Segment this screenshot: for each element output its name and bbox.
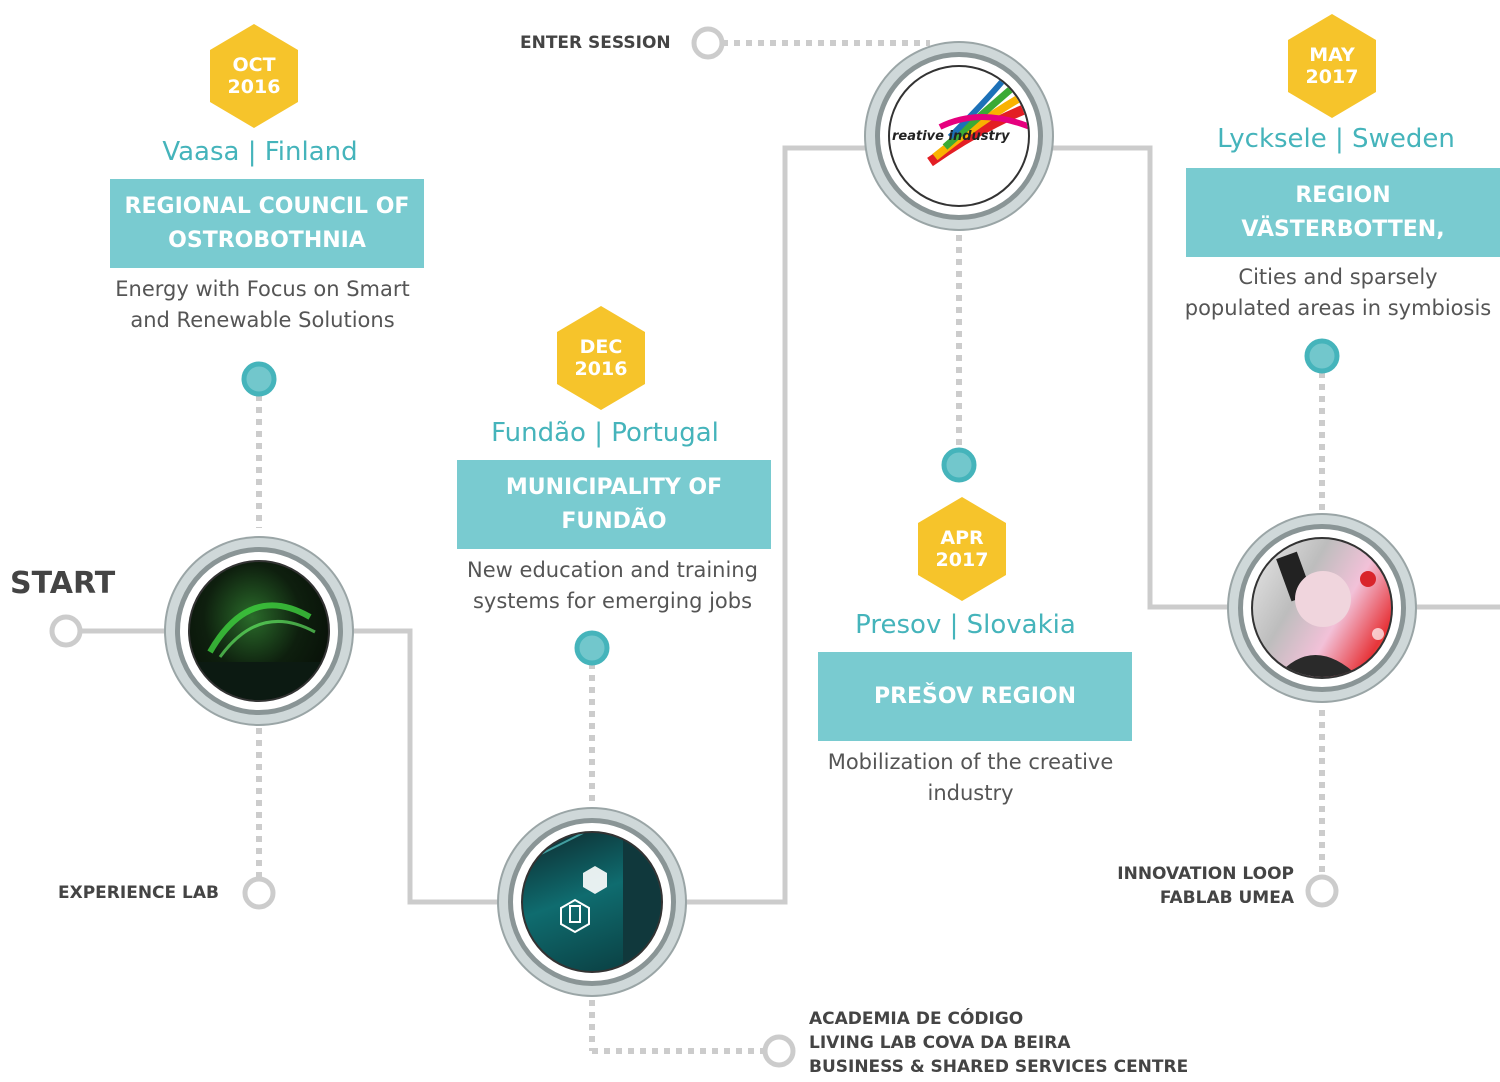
organization-line: PREŠOV REGION (873, 683, 1077, 709)
photo-node-presov: reative industry (875, 52, 1043, 220)
innovation-loop-ring (1305, 874, 1339, 908)
description-fundao: New education and training systems for e… (440, 555, 785, 617)
partner-line: LIVING LAB COVA DA BEIRA (809, 1033, 1071, 1053)
partner-line: ACADEMIA DE CÓDIGO (809, 1009, 1024, 1029)
organization-line: REGIONAL COUNCIL OF (124, 193, 410, 219)
creative-industry-logo-text: reative industry (892, 129, 1010, 144)
description-lycksele: Cities and sparsely populated areas in s… (1176, 262, 1500, 324)
description-presov: Mobilization of the creative industry (798, 747, 1143, 809)
description-line: and Renewable Solutions (130, 308, 395, 332)
experience-lab-label: EXPERIENCE LAB (58, 883, 220, 903)
start-label: START (10, 566, 116, 601)
academia-ring (762, 1034, 796, 1068)
date-month: OCT (232, 54, 276, 76)
organization-line: OSTROBOTHNIA (168, 227, 366, 253)
partner-line: INNOVATION LOOP (1117, 864, 1294, 884)
date-month: MAY (1309, 44, 1355, 66)
location-presov: Presov | Slovakia (855, 610, 1076, 640)
date-year: 2016 (227, 76, 281, 98)
timeline-path (80, 145, 1500, 905)
date-year: 2017 (1305, 66, 1359, 88)
milestone-dot-may (1304, 338, 1340, 374)
organization-line: REGION (1295, 182, 1391, 208)
description-line: industry (927, 781, 1014, 805)
creative-industry-logo: reative industry (888, 65, 1030, 207)
description-line: Cities and sparsely (1238, 265, 1438, 289)
organization-box-presov: PREŠOV REGION (818, 652, 1132, 741)
description-line: populated areas in symbiosis (1184, 296, 1492, 320)
partner-line: BUSINESS & SHARED SERVICES CENTRE (809, 1057, 1189, 1077)
description-line: Mobilization of the creative (827, 750, 1114, 774)
organization-box-ostrobothnia: REGIONAL COUNCIL OF OSTROBOTHNIA (110, 179, 424, 268)
fundao-partners-label: ACADEMIA DE CÓDIGO LIVING LAB COVA DA BE… (809, 1007, 1188, 1079)
date-month: DEC (579, 336, 623, 358)
photo-node-lycksele (1238, 524, 1406, 692)
description-line: systems for emerging jobs (472, 589, 753, 613)
milestone-dot-dec (574, 630, 610, 666)
photo-node-vaasa (175, 547, 343, 715)
digital-education-photo (521, 831, 663, 973)
enter-session-label: ENTER SESSION (520, 33, 671, 53)
location-lycksele: Lycksele | Sweden (1217, 124, 1455, 154)
aurora-photo (188, 560, 330, 702)
lycksele-partners-label: INNOVATION LOOP FABLAB UMEA (1087, 862, 1294, 910)
date-year: 2016 (574, 358, 628, 380)
experience-lab-ring (242, 876, 276, 910)
date-year: 2017 (935, 549, 989, 571)
milestone-dot-apr (941, 447, 977, 483)
organization-line: FUNDÃO (561, 508, 667, 534)
organization-box-vasterbotten: REGION VÄSTERBOTTEN, (1186, 168, 1500, 257)
location-vaasa: Vaasa | Finland (162, 137, 358, 167)
enter-session-ring (691, 26, 725, 60)
portrait-photo (1251, 537, 1393, 679)
organization-line: VÄSTERBOTTEN, (1241, 216, 1445, 242)
photo-node-fundao (508, 818, 676, 986)
start-ring (49, 614, 83, 648)
description-line: Energy with Focus on Smart (115, 277, 410, 301)
description-line: New education and training (467, 558, 758, 582)
date-badge-dec-2016: DEC 2016 (557, 306, 645, 410)
organization-box-fundao: MUNICIPALITY OF FUNDÃO (457, 460, 771, 549)
milestone-dot-oct (241, 361, 277, 397)
partner-line: FABLAB UMEA (1159, 888, 1294, 908)
description-vaasa: Energy with Focus on Smart and Renewable… (90, 274, 435, 336)
organization-line: MUNICIPALITY OF (505, 474, 723, 500)
date-month: APR (940, 527, 984, 549)
location-fundao: Fundão | Portugal (491, 418, 719, 448)
